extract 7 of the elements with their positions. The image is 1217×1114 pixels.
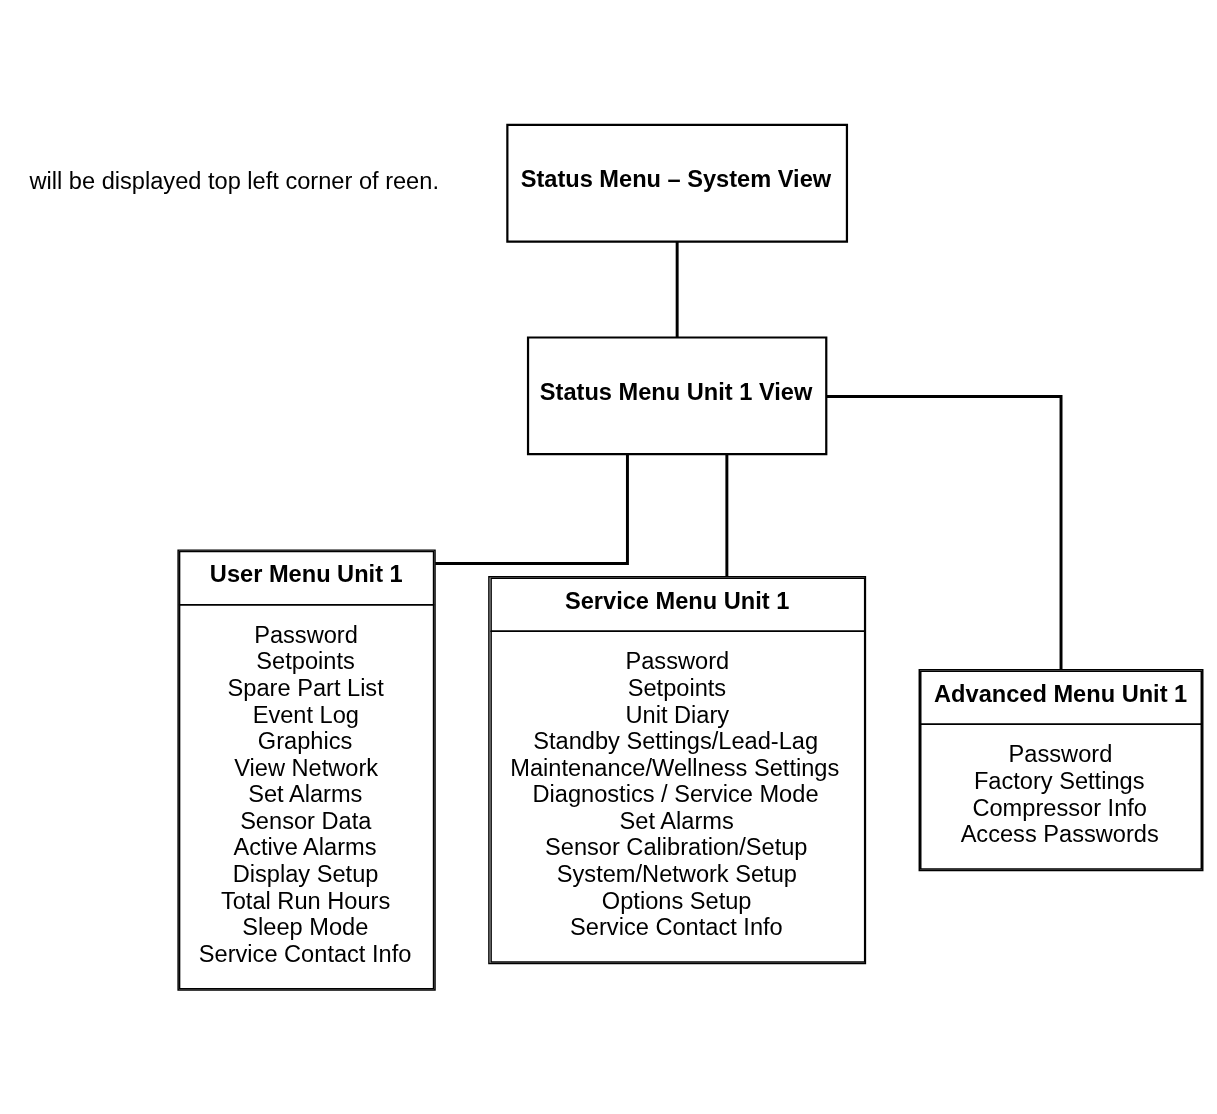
node-box: Status Menu – System View bbox=[506, 123, 849, 243]
connector bbox=[675, 241, 679, 337]
connector bbox=[826, 394, 1063, 669]
label: will be displayed top left corner of reen. bbox=[29, 167, 439, 194]
connector bbox=[435, 453, 629, 565]
connector bbox=[725, 453, 729, 577]
node-box: Status Menu Unit 1 View bbox=[526, 335, 828, 455]
